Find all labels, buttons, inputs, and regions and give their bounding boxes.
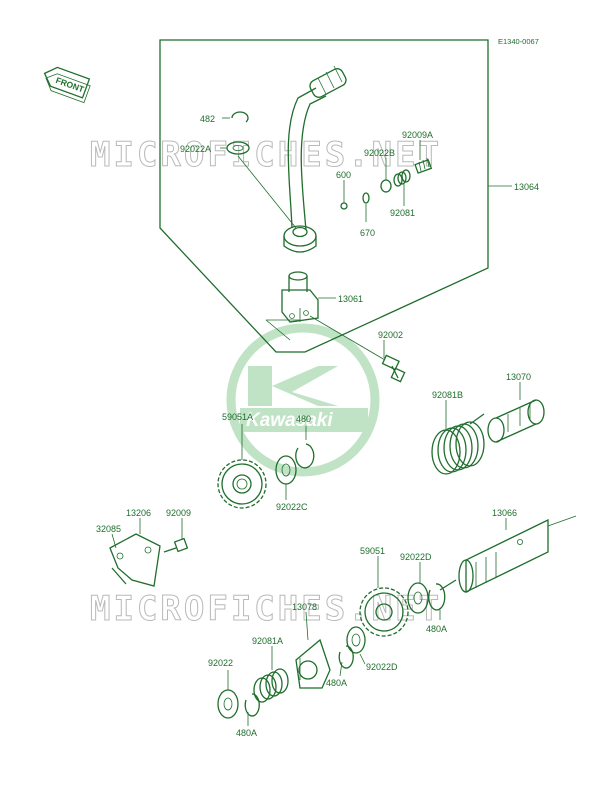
circlip-480A-mid <box>338 645 354 669</box>
spring-92081B <box>431 413 485 475</box>
label-13061: 13061 <box>338 294 363 304</box>
label-92022: 92022 <box>208 658 233 668</box>
label-92081A: 92081A <box>252 636 283 646</box>
ball-600 <box>340 202 348 210</box>
bolt-92002 <box>381 354 406 383</box>
holder-13070 <box>487 399 545 443</box>
ratchet-13078 <box>295 638 331 689</box>
label-13066: 13066 <box>492 508 517 518</box>
label-92022A: 92022A <box>180 144 211 154</box>
bolt-92009 <box>163 537 189 553</box>
label-92022C: 92022C <box>276 502 308 512</box>
label-480A-bottom: 480A <box>236 728 257 738</box>
label-92009: 92009 <box>166 508 191 518</box>
label-59051: 59051 <box>360 546 385 556</box>
shaft-13066 <box>439 515 577 594</box>
bolt-92009A <box>414 157 433 174</box>
kawasaki-logo: Kawasaki <box>226 323 380 477</box>
clip-482 <box>231 111 249 123</box>
washer-92022B <box>380 179 392 193</box>
plate-32085 <box>109 533 161 587</box>
watermark-top: MICROFICHES.NET <box>90 135 442 175</box>
circlip-480 <box>295 443 315 469</box>
label-13064: 13064 <box>514 182 539 192</box>
label-480A-mid: 480A <box>326 678 347 688</box>
spring-92081 <box>393 169 411 187</box>
label-480: 480 <box>296 414 311 424</box>
kick-pedal-arm <box>283 65 347 253</box>
label-92081B: 92081B <box>432 390 463 400</box>
circlip-480A-bottom <box>244 693 260 717</box>
circlip-480A-right <box>428 583 446 611</box>
label-13070: 13070 <box>506 372 531 382</box>
label-92022D-bottom: 92022D <box>366 662 398 672</box>
label-32085: 32085 <box>96 524 121 534</box>
spring-92081A <box>253 668 289 703</box>
washer-92022D-top <box>407 582 429 614</box>
label-92081: 92081 <box>390 208 415 218</box>
watermark-bottom: MICROFICHES.NET <box>90 589 442 629</box>
oring-670 <box>362 192 370 204</box>
label-600: 600 <box>336 170 351 180</box>
label-670: 670 <box>360 228 375 238</box>
label-482: 482 <box>200 114 215 124</box>
assembly-outline <box>159 39 489 353</box>
diagram-code: E1340-0067 <box>498 37 539 46</box>
label-92002: 92002 <box>378 330 403 340</box>
label-59051A: 59051A <box>222 412 253 422</box>
label-480A-right: 480A <box>426 624 447 634</box>
gear-59051 <box>359 587 409 637</box>
label-13206: 13206 <box>126 508 151 518</box>
label-92022D-top: 92022D <box>400 552 432 562</box>
gear-59051A <box>217 459 267 509</box>
label-13078: 13078 <box>292 602 317 612</box>
leader-lines <box>111 117 521 726</box>
label-92022B: 92022B <box>364 148 395 158</box>
kick-lever-13061 <box>281 271 319 323</box>
logo-text: Kawasaki <box>246 410 333 431</box>
washer-92022 <box>217 689 239 719</box>
washer-92022D-bottom <box>346 626 366 654</box>
label-92009A: 92009A <box>402 130 433 140</box>
front-arrow-icon: FRONT <box>43 66 91 104</box>
